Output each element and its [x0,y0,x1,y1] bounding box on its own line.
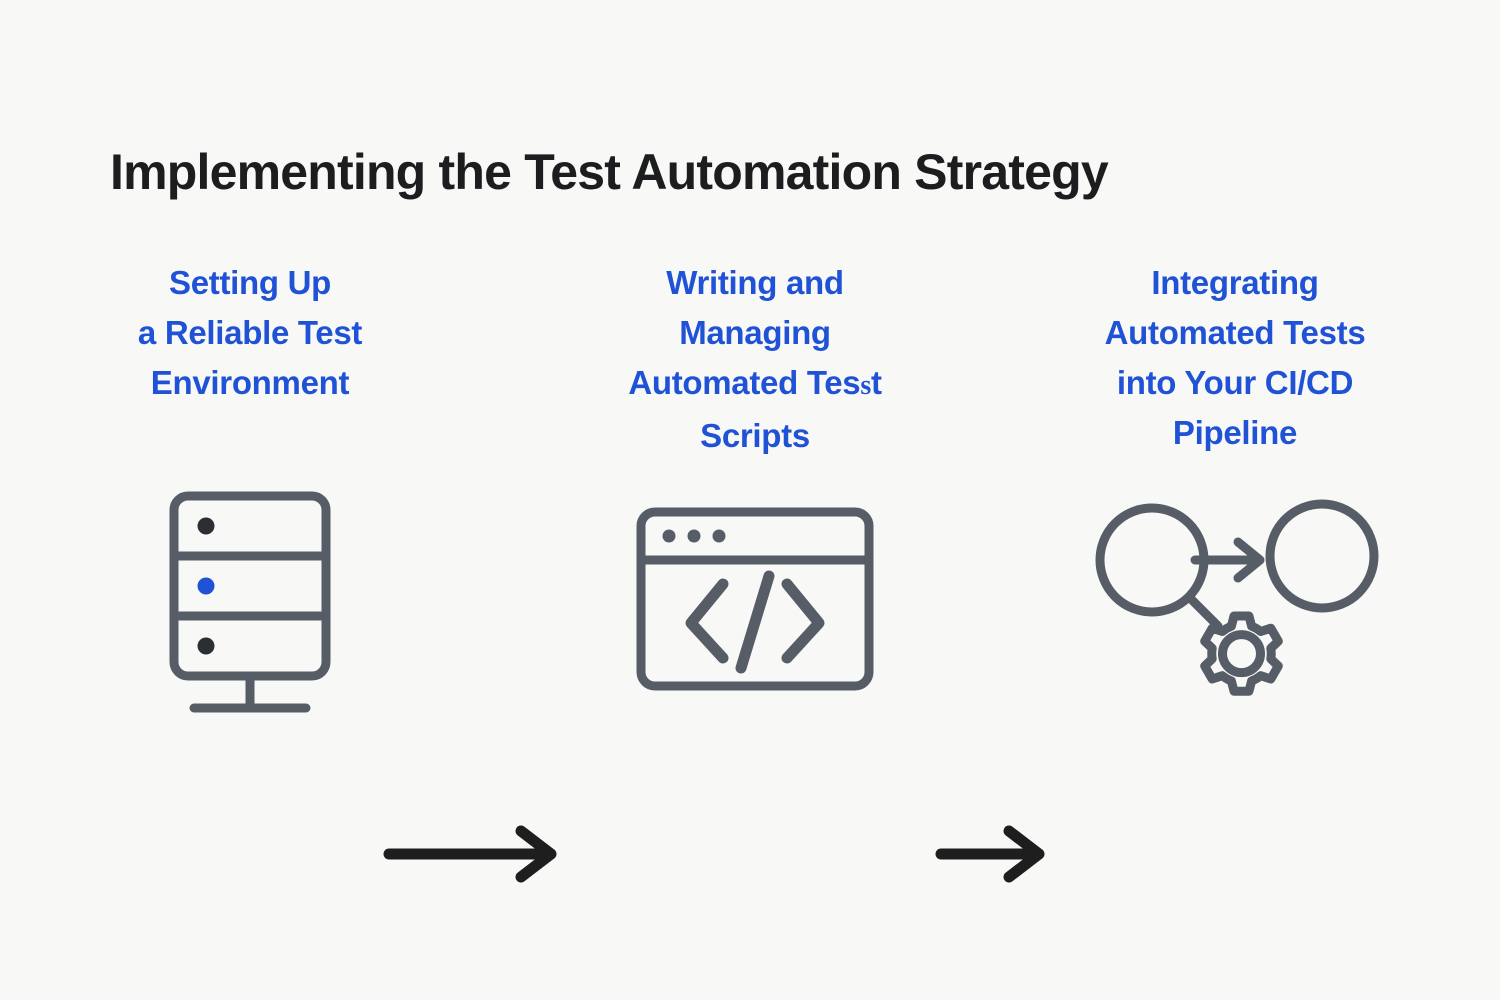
step-2-label-line-4: Scripts [700,417,810,454]
step-3-icon-wrap [1070,498,1400,718]
flow-arrow-2-icon [935,825,1045,883]
target-circle [1265,499,1379,613]
server-led-top [197,517,215,535]
steps-row: Setting Up a Reliable Test Environment [0,258,1500,883]
server-icon [169,491,331,713]
step-3-label-line-1: Integrating [1151,264,1319,301]
flow-arrow-1-icon [383,825,557,883]
magnifier-handle [1184,592,1223,631]
step-1-label-line-1: Setting Up [169,264,331,301]
step-integrating-ci-cd: Integrating Automated Tests into Your CI… [1070,258,1400,738]
step-2-label-line-1: Writing and [666,264,844,301]
page-title: Implementing the Test Automation Strateg… [110,143,1109,200]
step-writing-managing-scripts: Writing and Managing Automated Tesst Scr… [590,258,920,738]
window-dot-3 [712,529,726,543]
window-dot-1 [662,529,676,543]
window-dot-2 [687,529,701,543]
code-slash [735,570,775,674]
step-1-label: Setting Up a Reliable Test Environment [85,258,415,408]
code-angle-left [685,578,729,664]
code-window-icon [636,507,874,691]
step-3-label-line-4: Pipeline [1172,414,1298,451]
step-2-icon-wrap [590,506,920,692]
server-led-bottom [197,637,215,655]
step-2-label-line-3-prefix: Automated Tes [628,364,861,401]
step-2-label: Writing and Managing Automated Tesst Scr… [590,258,920,461]
gear-icon [1200,611,1283,696]
step-2-label-line-2: Managing [679,314,831,351]
step-2-label-line-3-typo: s [860,370,871,401]
connector-arrowhead [1233,537,1265,583]
step-2-label-line-3: Automated Tesst [590,358,920,411]
step-1-label-line-2: a Reliable Test [137,314,363,351]
step-3-label-line-2: Automated Tests [1104,314,1366,351]
step-1-label-line-3: Environment [150,364,350,401]
code-angle-right [781,578,825,664]
step-3-label-line-3: into Your CI/CD [1116,364,1354,401]
server-led-middle [197,577,215,595]
step-setting-up-environment: Setting Up a Reliable Test Environment [85,258,415,738]
ci-cd-pipeline-icon [1095,499,1379,696]
step-3-label: Integrating Automated Tests into Your CI… [1070,258,1400,458]
step-1-icon-wrap [85,488,415,720]
step-2-label-line-3-suffix: t [870,364,882,401]
